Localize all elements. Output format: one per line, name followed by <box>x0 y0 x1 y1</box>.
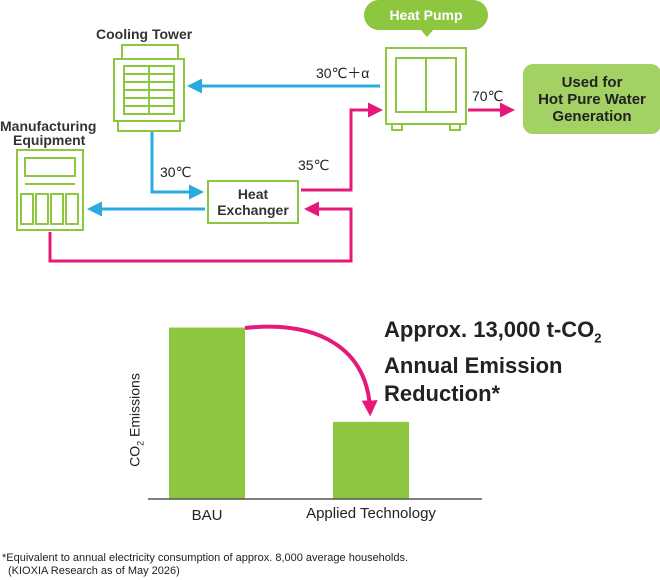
temp-return-to-tower: 30℃＋α <box>316 65 370 81</box>
x-tick-applied-technology: Applied Technology <box>306 505 436 522</box>
temp-exchanger-to-heatpump: 35℃ <box>298 157 330 173</box>
pipe-manufacturing-to-exchanger <box>48 201 353 263</box>
manufacturing-equipment-icon <box>16 149 84 231</box>
heat-pump-badge-pointer <box>420 29 434 37</box>
heat-pump-icon <box>385 47 467 131</box>
heat-exchanger-box: Heat Exchanger <box>207 180 299 224</box>
footnote: *Equivalent to annual electricity consum… <box>2 552 409 577</box>
cooling-tower-icon <box>113 44 185 132</box>
temp-tower-to-exchanger: 30℃ <box>160 164 192 180</box>
emissions-chart <box>148 324 482 500</box>
use-label-line2: Hot Pure Water <box>538 90 646 108</box>
temp-hot-water: 70℃ <box>472 88 504 104</box>
flow-diagram <box>16 44 515 263</box>
heat-exchanger-label-line1: Heat <box>237 186 269 202</box>
bar-applied-technology <box>333 421 409 499</box>
use-label-line1: Used for <box>561 73 623 91</box>
pipe-exchanger-to-heatpump <box>301 102 383 192</box>
heat-exchanger-label-line2: Exchanger <box>217 202 289 218</box>
reduction-arrow <box>244 324 378 417</box>
reduction-annotation: Approx. 13,000 t-CO2 Annual Emission Red… <box>384 317 602 407</box>
bar-bau <box>169 327 245 499</box>
chart-y-axis-label: CO2 Emissions <box>126 373 146 467</box>
hot-pure-water-box: Used for Hot Pure Water Generation <box>523 64 660 134</box>
x-tick-bau: BAU <box>191 507 223 524</box>
pipe-tower-to-exchanger <box>150 132 204 200</box>
heat-pump-badge: Heat Pump <box>364 0 488 30</box>
use-label-line3: Generation <box>552 107 632 125</box>
cooling-tower-label: Cooling Tower <box>96 26 193 42</box>
manufacturing-label-line1: Manufacturing <box>0 118 97 134</box>
manufacturing-label-line2: Equipment <box>13 132 86 148</box>
